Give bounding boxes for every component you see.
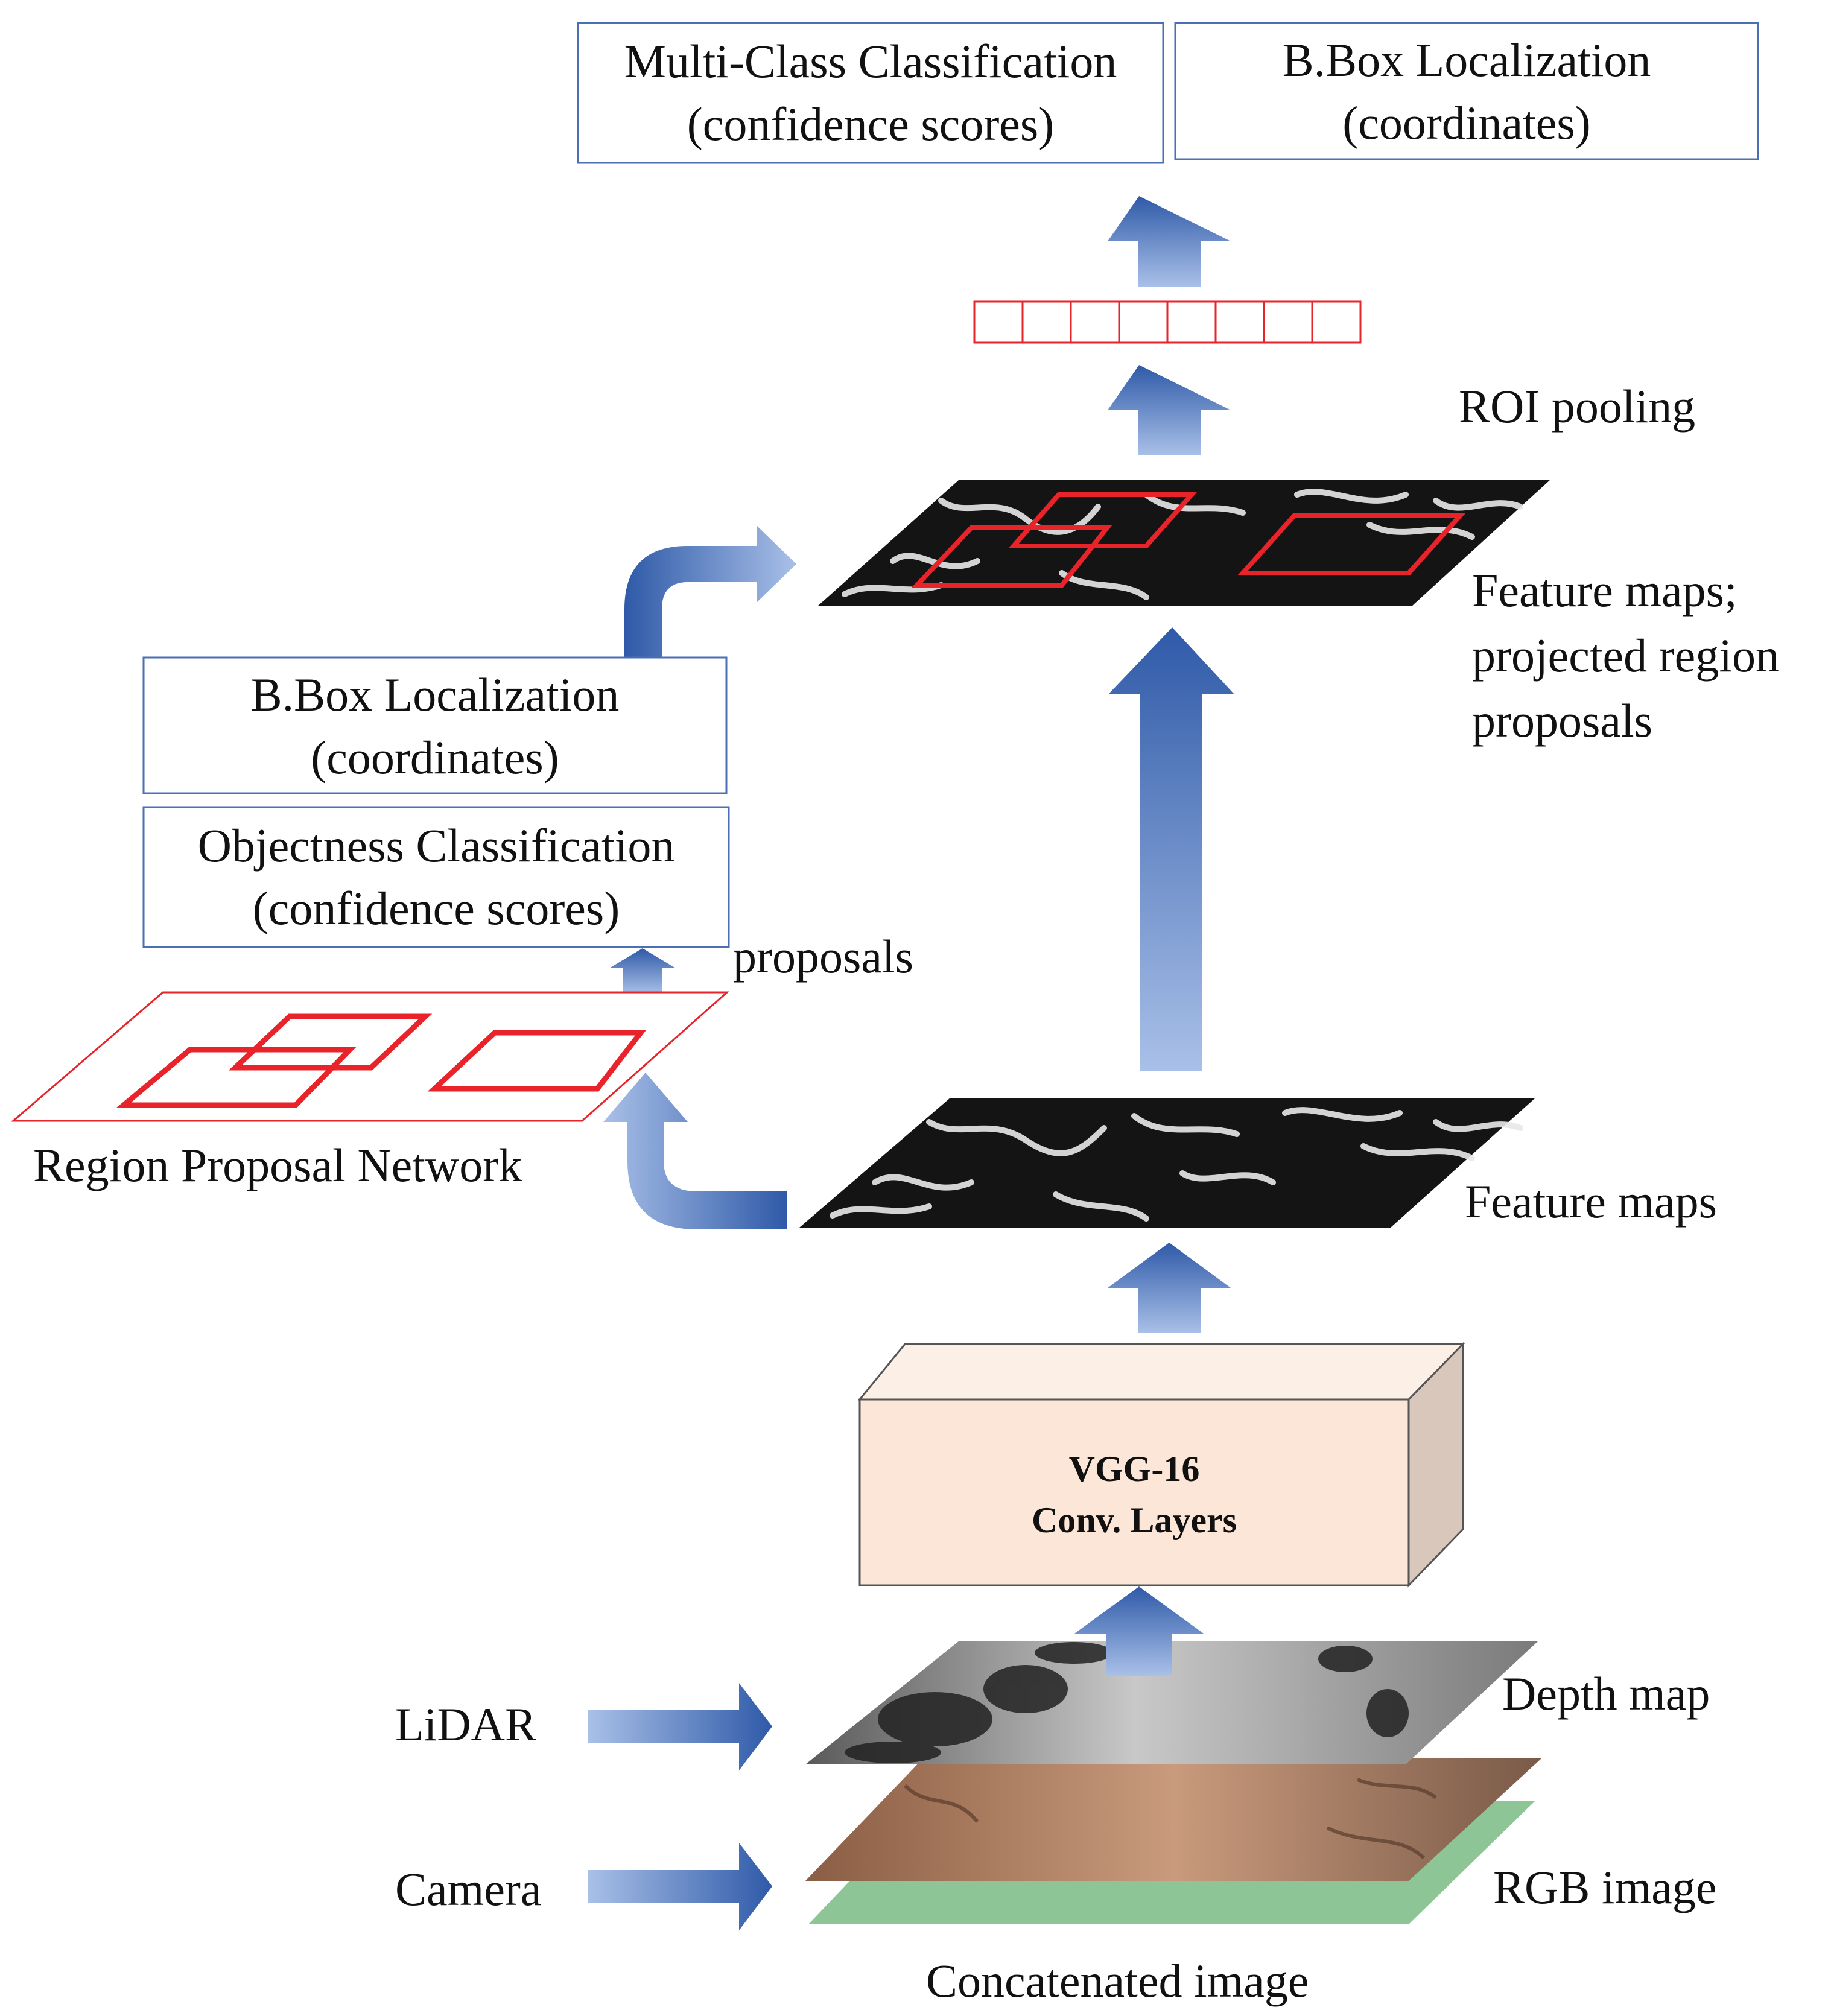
rpn-bbox-line1: B.Box Localization — [251, 668, 620, 721]
arrow-camera-to-rgb — [588, 1843, 772, 1930]
depth-map-label: Depth map — [1502, 1667, 1710, 1720]
multi-class-classification-box: Multi-Class Classification (confidence s… — [577, 22, 1164, 164]
proposals-label: proposals — [733, 930, 913, 983]
depth-map-layer — [805, 1641, 1538, 1764]
multi-class-line1: Multi-Class Classification — [624, 35, 1117, 87]
region-proposal-plane — [10, 991, 729, 1122]
arrow-rpn-to-projected — [624, 526, 796, 677]
bbox-top-line2: (coordinates) — [1342, 97, 1590, 149]
rpn-bbox-localization-box: B.Box Localization (coordinates) — [142, 656, 728, 794]
projected-label-line2: projected region — [1472, 629, 1779, 682]
arrow-concat-to-vgg — [1074, 1586, 1204, 1676]
vgg16-block: VGG-16 Conv. Layers — [857, 1342, 1465, 1588]
arrow-feature-to-rpn — [603, 1073, 787, 1229]
roi-pooled-vector — [973, 300, 1362, 344]
vgg-line2: Conv. Layers — [1032, 1500, 1237, 1540]
arrow-to-outputs — [1108, 196, 1231, 287]
objectness-line1: Objectness Classification — [198, 819, 675, 872]
bbox-localization-top-box: B.Box Localization (coordinates) — [1174, 22, 1759, 160]
camera-label: Camera — [395, 1863, 542, 1915]
region-proposal-network-label: Region Proposal Network — [33, 1139, 522, 1191]
roi-pooling-label: ROI pooling — [1459, 380, 1695, 433]
multi-class-line2: (confidence scores) — [687, 98, 1055, 150]
feature-maps-label: Feature maps — [1465, 1175, 1717, 1228]
vgg-line1: VGG-16 — [1069, 1449, 1200, 1489]
concatenated-image-label: Concatenated image — [926, 1954, 1309, 2007]
arrow-lidar-to-depth — [588, 1683, 772, 1770]
rpn-bbox-line2: (coordinates) — [311, 731, 559, 784]
arrow-feature-to-projected — [1109, 627, 1234, 1071]
arrow-roi-pooling — [1108, 365, 1231, 455]
lidar-label: LiDAR — [395, 1698, 536, 1751]
bbox-top-line1: B.Box Localization — [1283, 34, 1651, 86]
objectness-line2: (confidence scores) — [253, 882, 620, 934]
arrow-rpn-to-objectness — [609, 948, 676, 994]
rgb-image-layer — [805, 1758, 1541, 1881]
projected-label-line3: proposals — [1472, 694, 1652, 747]
projected-feature-map — [817, 480, 1550, 606]
arrow-vgg-to-feature — [1108, 1243, 1231, 1333]
projected-label-line1: Feature maps; — [1472, 564, 1738, 617]
objectness-classification-box: Objectness Classification (confidence sc… — [142, 806, 730, 948]
rgb-image-label: RGB image — [1493, 1861, 1716, 1913]
feature-map — [799, 1098, 1535, 1228]
